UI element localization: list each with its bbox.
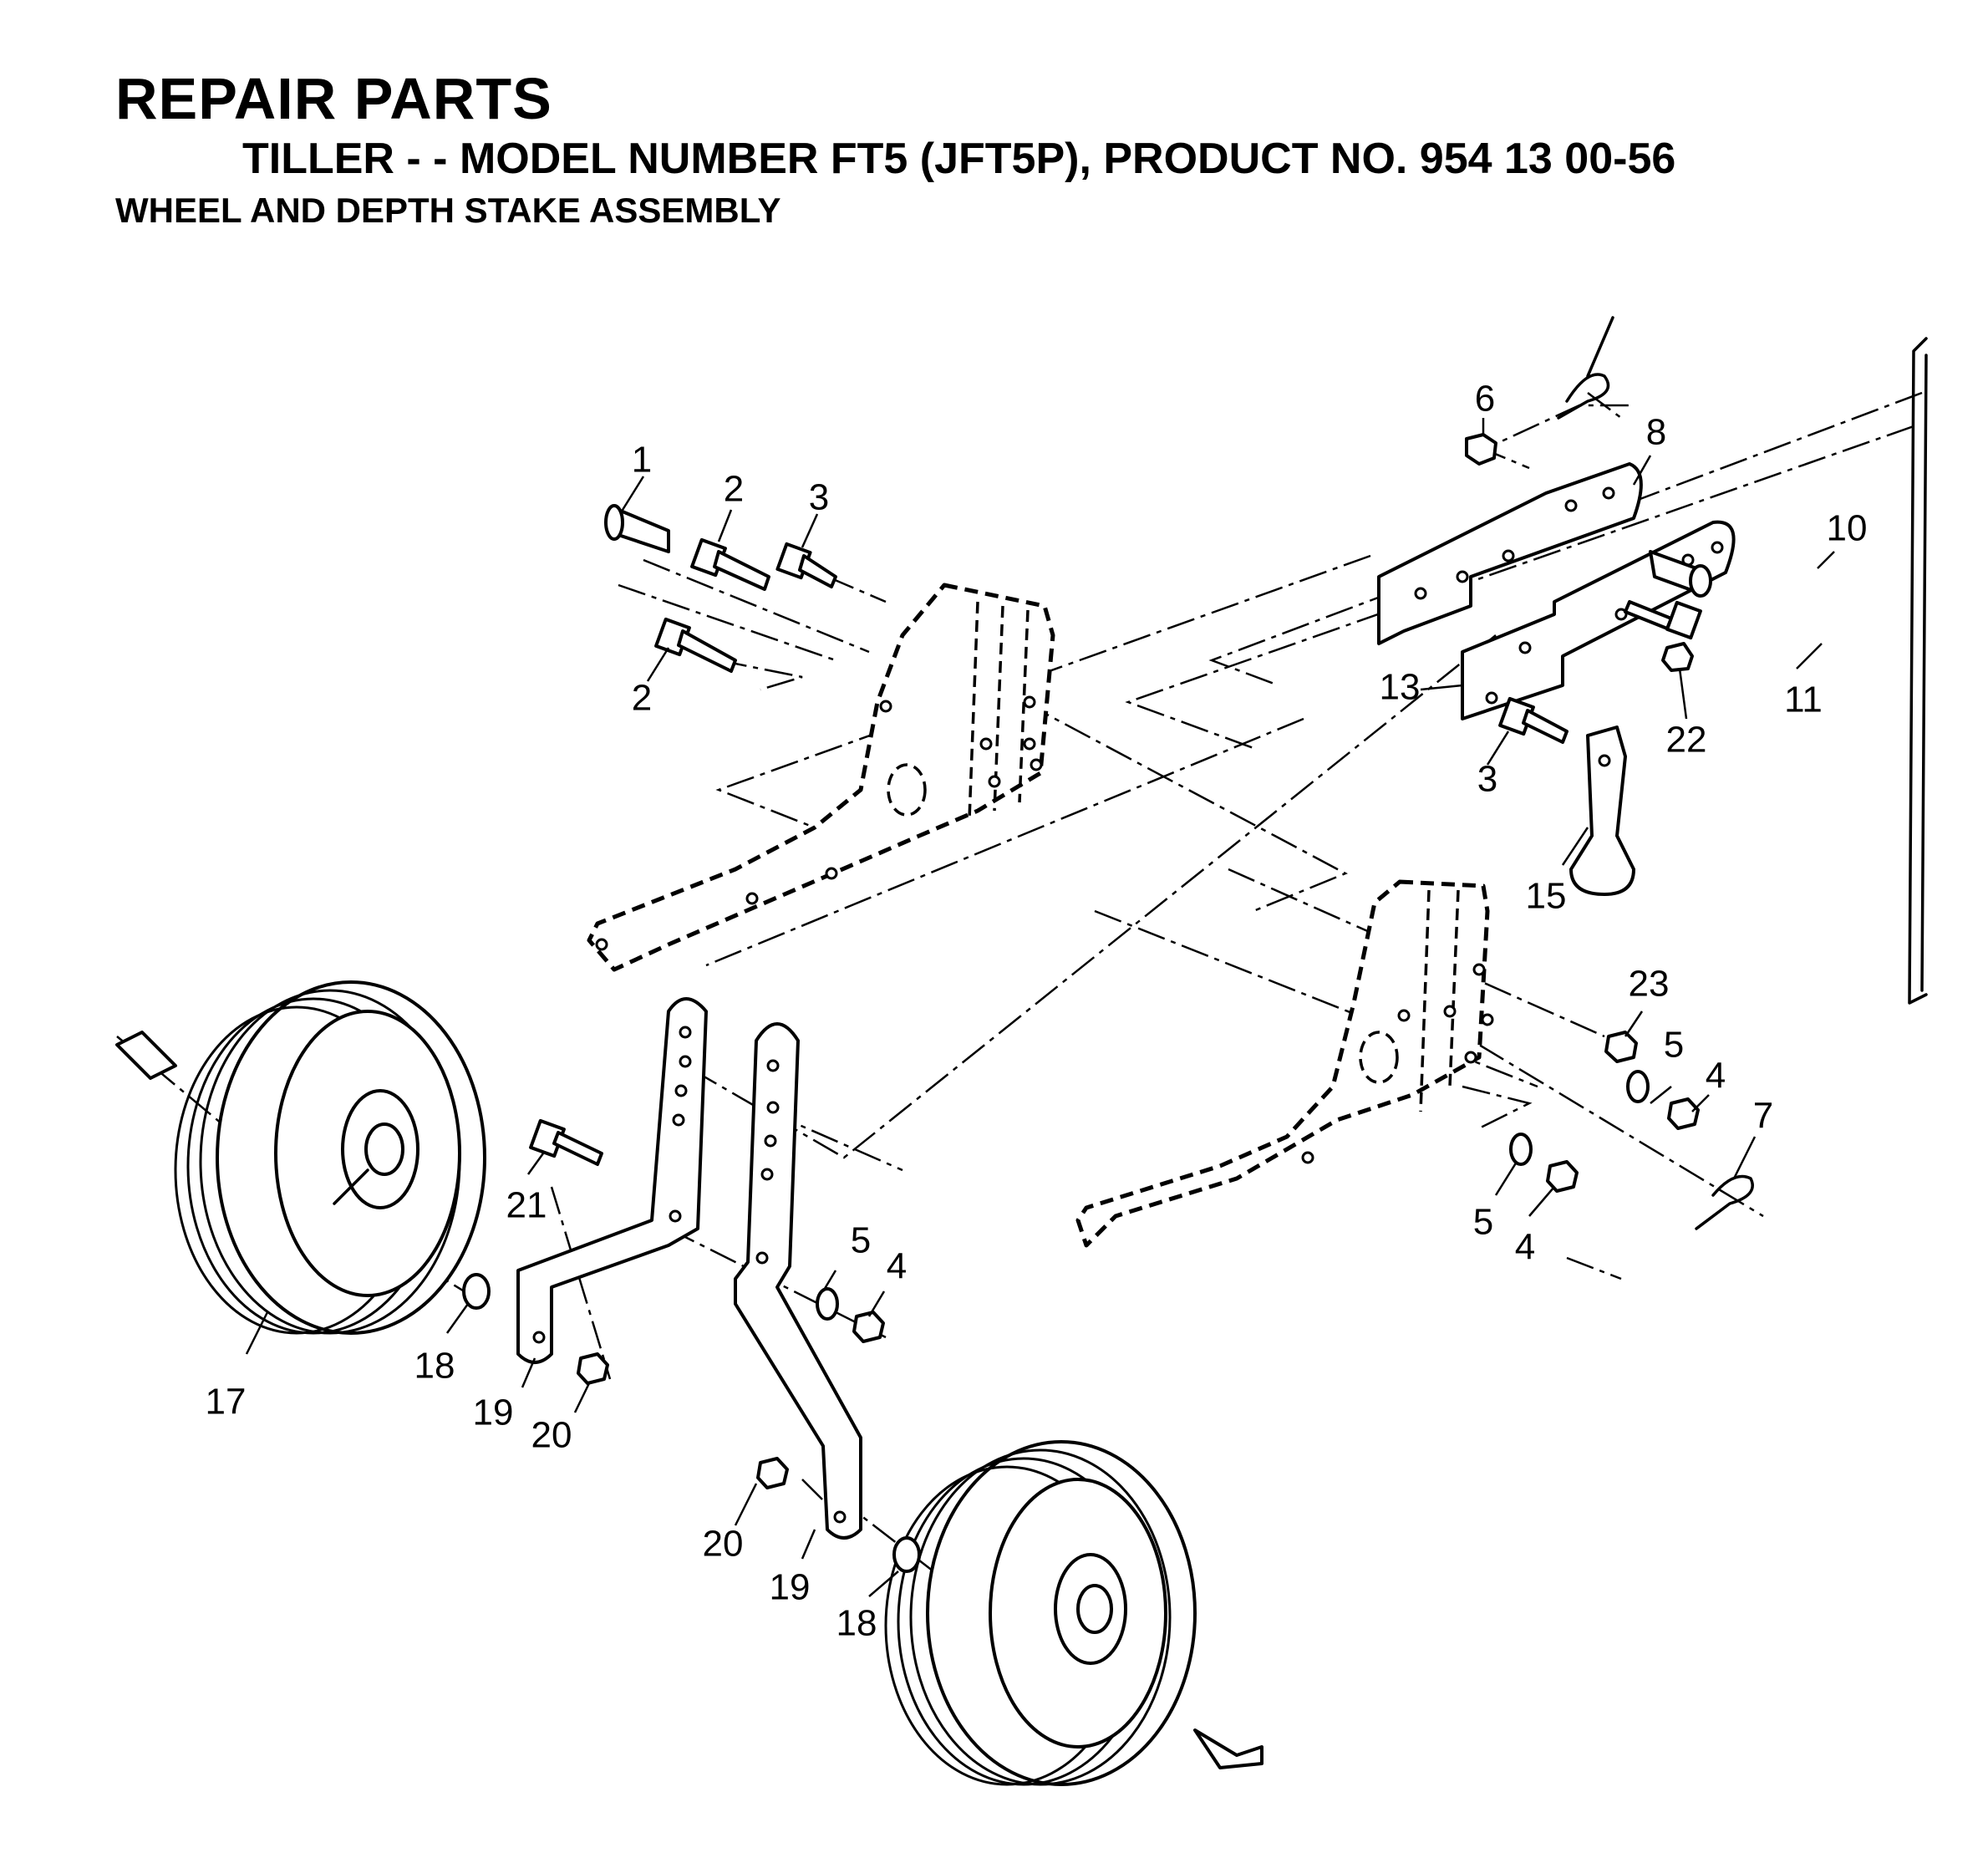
- callout-18-right: 18: [836, 1603, 877, 1644]
- callout-19-left: 19: [473, 1392, 514, 1433]
- callout-5-right: 5: [1664, 1025, 1684, 1066]
- callout-20-right: 20: [703, 1524, 744, 1565]
- callout-4-lower: 4: [1515, 1227, 1535, 1268]
- callout-2-upper: 2: [724, 469, 744, 510]
- callout-3-upper: 3: [809, 477, 829, 518]
- wheel-bracket-right: [734, 1022, 862, 1540]
- depth-stake-15: [1569, 725, 1635, 896]
- hitch-plate-8: [1377, 462, 1643, 645]
- callout-6: 6: [1475, 379, 1495, 420]
- callout-18-left: 18: [414, 1346, 455, 1387]
- wheel-17-left: [174, 980, 486, 1335]
- leader-lines: [245, 418, 1835, 1597]
- callout-13: 13: [1380, 667, 1421, 708]
- callout-20-left: 20: [531, 1415, 572, 1456]
- callout-5-center: 5: [851, 1220, 871, 1261]
- callout-17: 17: [206, 1382, 247, 1423]
- rear-frame-edge: [1908, 337, 1928, 1005]
- callout-4-right: 4: [1706, 1056, 1726, 1097]
- axle-bolts: [115, 1031, 1263, 1769]
- callout-8: 8: [1646, 412, 1666, 453]
- section-title: WHEEL AND DEPTH STAKE ASSEMBLY: [115, 191, 781, 230]
- callout-11: 11: [1784, 680, 1823, 720]
- callout-15: 15: [1526, 876, 1567, 917]
- page-title: REPAIR PARTS: [115, 66, 552, 131]
- callout-2-lower: 2: [632, 678, 652, 719]
- callout-7: 7: [1753, 1096, 1773, 1137]
- right-frame-bracket: [1075, 879, 1494, 1248]
- callout-23: 23: [1629, 964, 1670, 1005]
- callout-3-lower: 3: [1477, 759, 1497, 800]
- wheel-bracket-left: [516, 997, 708, 1364]
- callout-1: 1: [632, 440, 652, 481]
- callout-22: 22: [1666, 720, 1707, 761]
- callout-10: 10: [1827, 508, 1868, 549]
- model-subtitle: TILLER - - MODEL NUMBER FT5 (JFT5P), PRO…: [242, 135, 1676, 183]
- wheel-17-right: [884, 1440, 1197, 1786]
- callout-4-center: 4: [887, 1246, 907, 1287]
- hardware: [462, 316, 1754, 1573]
- callout-labels: 1 2 2 3 3 4 4 4 5 5 5 6 7 8 10 11 13 15 …: [206, 379, 1868, 1644]
- left-frame-bracket: [587, 583, 1055, 972]
- callout-5-lower: 5: [1473, 1202, 1493, 1243]
- callout-21: 21: [506, 1185, 547, 1226]
- callout-19-right: 19: [770, 1567, 811, 1608]
